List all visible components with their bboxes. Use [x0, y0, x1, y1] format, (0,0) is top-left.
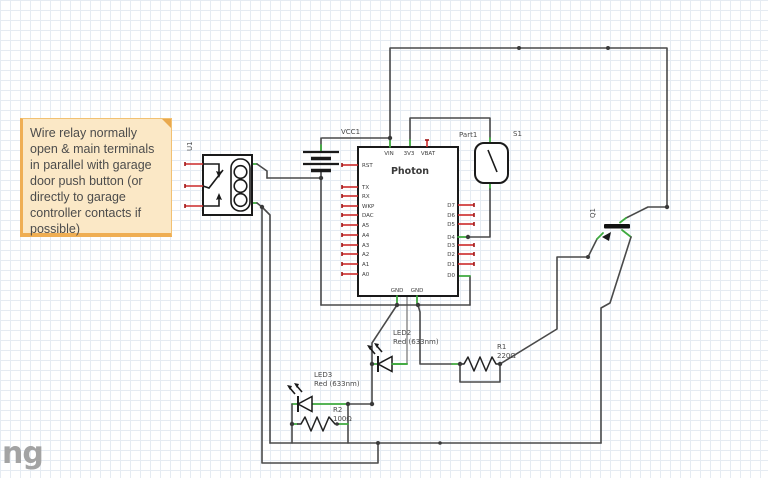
pin-label: RX [362, 194, 370, 200]
pin-label: A2 [362, 252, 369, 258]
r2-ref-label: R2 [333, 406, 342, 414]
r1-value-label: 220Ω [497, 352, 516, 360]
pin-label: D3 [447, 243, 455, 249]
transistor[interactable]: Q1 [589, 208, 630, 241]
pin-label: D7 [447, 203, 455, 209]
transistor-ref-label: Q1 [589, 208, 597, 218]
relay-arrow-up [216, 193, 222, 200]
pin-label: D0 [447, 273, 455, 279]
push-switch[interactable]: Part1 S1 [459, 130, 522, 184]
relay-ref-label: U1 [186, 141, 194, 151]
photon-chip[interactable]: Photon VIN 3V3 VBAT RST TX RX WKP DAC A5 [341, 138, 475, 306]
pin-label: 3V3 [404, 151, 415, 157]
pin-label: GND [411, 288, 424, 294]
wire-r1-bypass-loop[interactable] [459, 363, 501, 383]
switch-ref-label: Part1 [459, 131, 477, 139]
pin-label: D4 [447, 235, 455, 241]
pin-label: WKP [362, 204, 375, 210]
transistor-emitter-arrow [602, 232, 611, 241]
switch-designator-label: S1 [513, 130, 522, 138]
vcc1-label: VCC1 [341, 128, 360, 136]
pin-label: DAC [362, 213, 374, 219]
relay-unrouted-pins [184, 162, 203, 208]
led2-spec-label: Red (633nm) [393, 338, 439, 346]
led3-ref-label: LED3 [314, 371, 332, 379]
wire-gnd-to-r1[interactable] [417, 304, 461, 365]
wire-vcc-net[interactable] [321, 47, 668, 224]
wire-3v3-to-switch[interactable] [409, 117, 491, 148]
photon-title: Photon [391, 166, 429, 177]
wire-switch-to-d4[interactable] [467, 182, 491, 238]
led3[interactable]: LED3 Red (633nm) [287, 371, 360, 413]
wire-gnd-to-led2-cathode[interactable] [371, 304, 398, 405]
wire-emitter-to-rail[interactable] [269, 229, 632, 444]
resistor-r2[interactable]: R2 100Ω [297, 406, 352, 432]
pin-label: D6 [447, 213, 455, 219]
pin-label: VIN [384, 151, 394, 157]
junction-dots [259, 46, 670, 445]
pin-label: GND [391, 288, 404, 294]
pin-label: A3 [362, 243, 370, 249]
sticky-note[interactable]: Wire relay normally open & main terminal… [20, 118, 172, 237]
led2-ref-label: LED2 [393, 329, 411, 337]
r2-value-label: 100Ω [333, 415, 352, 423]
pin-label: RST [362, 163, 373, 169]
pin-label: VBAT [421, 151, 436, 157]
pin-label: A1 [362, 262, 369, 268]
watermark-text: ng [2, 436, 44, 471]
relay[interactable]: U1 [184, 141, 253, 216]
wire-relay-coil-top[interactable] [251, 163, 268, 179]
pin-label: A5 [362, 223, 370, 229]
pin-label: TX [361, 185, 369, 191]
r1-ref-label: R1 [497, 343, 506, 351]
wire-r1-to-base[interactable] [499, 232, 604, 365]
battery[interactable]: VCC1 [303, 128, 360, 173]
photon-left-pins [341, 163, 358, 276]
pin-label: D2 [447, 252, 455, 258]
photon-right-pins [457, 203, 475, 266]
pin-label: A4 [362, 233, 370, 239]
pin-label: D1 [447, 262, 455, 268]
pin-label: A0 [362, 272, 370, 278]
wire-battery-minus[interactable] [266, 170, 322, 306]
pin-label: D5 [447, 222, 455, 228]
note-text: Wire relay normally open & main terminal… [30, 126, 155, 236]
led3-spec-label: Red (633nm) [314, 380, 360, 388]
resistor-r1[interactable]: R1 220Ω [460, 343, 516, 372]
led2[interactable]: LED2 Red (633nm) [367, 329, 439, 373]
note-fold-corner-icon [162, 119, 171, 128]
